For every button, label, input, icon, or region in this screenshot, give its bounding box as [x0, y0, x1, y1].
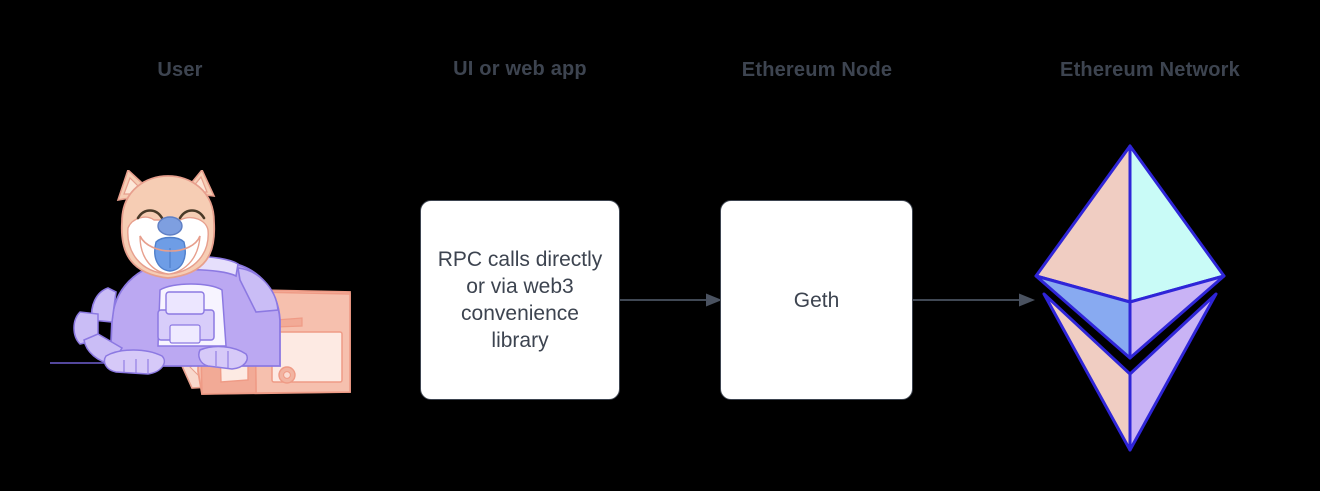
- column-header-ethereum-network: Ethereum Network: [1060, 59, 1240, 81]
- eth-face-mid-right: [1128, 274, 1226, 360]
- nose: [157, 216, 183, 236]
- arrowhead-icon: [706, 293, 722, 307]
- arrow-geth-to-network: [913, 293, 1035, 307]
- arrow-rpc-to-geth: [620, 293, 722, 307]
- left-paw: [103, 349, 166, 375]
- spacesuit-body: [73, 255, 281, 375]
- column-header-user: User: [157, 59, 203, 81]
- right-paw: [198, 345, 248, 370]
- right-eye: [178, 209, 206, 220]
- eth-face-bottom-right: [1128, 292, 1218, 452]
- column-header-ui-or-web-app: UI or web app: [453, 58, 587, 80]
- arrowhead-icon: [1019, 293, 1035, 307]
- column-header-ethereum-node: Ethereum Node: [741, 59, 893, 81]
- node-label-rpc-calls: RPC calls directly or via web3 convenien…: [437, 248, 603, 352]
- node-box-geth[interactable]: Geth: [720, 200, 913, 400]
- shiba-inu-spacesuit-illustration: [50, 170, 351, 395]
- shiba-head: [116, 170, 216, 279]
- node-label-geth: Geth: [793, 288, 840, 312]
- node-box-rpc-calls[interactable]: RPC calls directly or via web3 convenien…: [420, 200, 620, 400]
- left-eye: [136, 209, 164, 220]
- ethereum-diamond-logo: [1034, 144, 1226, 452]
